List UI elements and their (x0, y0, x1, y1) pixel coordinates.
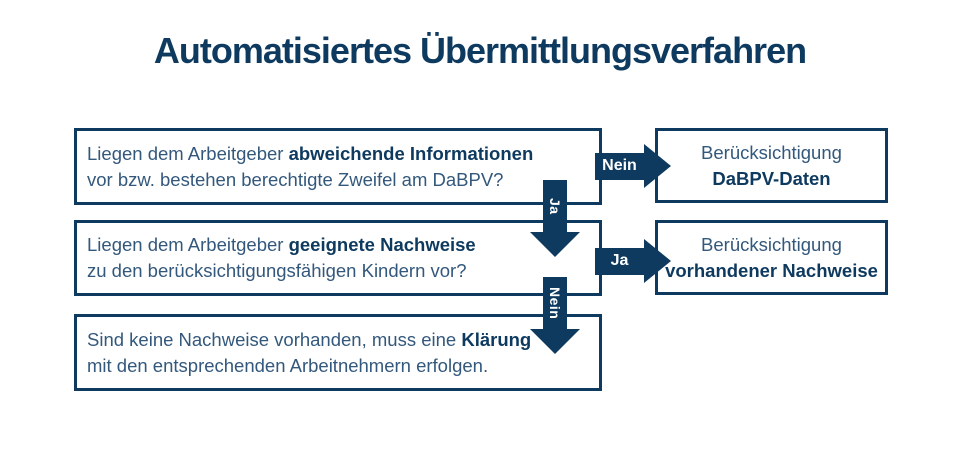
result-box-dabpv: Berücksichtigung DaBPV-Daten (655, 128, 888, 203)
arrow-right-icon (644, 239, 671, 283)
question-2-text-bold: geeignete Nachweise (288, 234, 476, 255)
question-2-line-2: zu den berücksichtigungsfähigen Kindern … (87, 260, 467, 281)
arrow-down-icon (530, 232, 580, 257)
arrow-ja-right: Ja (595, 239, 671, 283)
result-box-nachweise: Berücksichtigung vorhandener Nachweise (655, 220, 888, 295)
arrow-ja-down: Ja (530, 180, 580, 257)
arrow-down-icon (530, 329, 580, 354)
result-1-line-2: DaBPV-Daten (712, 167, 831, 189)
result-1-line-1: Berücksichtigung (701, 141, 842, 163)
question-box-2: Liegen dem Arbeitgeber geeignete Nachwei… (74, 220, 602, 296)
arrow-ja-down-shaft: Ja (543, 180, 567, 232)
question-1-text-bold: abweichende Informationen (288, 142, 534, 164)
question-1-line-1: Liegen dem Arbeitgeber abweichende Infor… (87, 141, 585, 167)
question-1-line-2: vor bzw. bestehen berechtigte Zweifel am… (87, 168, 504, 190)
arrow-right-icon (644, 144, 671, 188)
question-3-text-regular: Sind keine Nachweise vorhanden, muss ein… (87, 328, 462, 350)
arrow-nein-right: Nein (595, 144, 671, 188)
question-box-3: Sind keine Nachweise vorhanden, muss ein… (74, 314, 602, 391)
question-3-text-bold: Klärung (461, 328, 532, 350)
arrow-nein-down: Nein (530, 277, 580, 354)
question-2-text-regular: Liegen dem Arbeitgeber (87, 234, 289, 255)
result-2-line-2: vorhandener Nachweise (665, 259, 878, 281)
result-2-line-1: Berücksichtigung (701, 233, 842, 255)
question-3-line-2: mit den entsprechenden Arbeitnehmern erf… (87, 354, 489, 376)
question-3-line-1: Sind keine Nachweise vorhanden, muss ein… (87, 327, 585, 353)
arrow-nein-down-shaft: Nein (543, 277, 567, 329)
arrow-nein-right-label: Nein (595, 152, 644, 180)
arrow-nein-down-label: Nein (547, 286, 563, 320)
arrow-ja-right-label: Ja (595, 247, 644, 275)
arrow-ja-down-label: Ja (547, 197, 563, 215)
question-box-1: Liegen dem Arbeitgeber abweichende Infor… (74, 128, 602, 205)
question-2-line-1: Liegen dem Arbeitgeber geeignete Nachwei… (87, 232, 585, 258)
page-title: Automatisiertes Übermittlungsverfahren (153, 30, 807, 71)
question-1-text-regular: Liegen dem Arbeitgeber (87, 142, 289, 164)
